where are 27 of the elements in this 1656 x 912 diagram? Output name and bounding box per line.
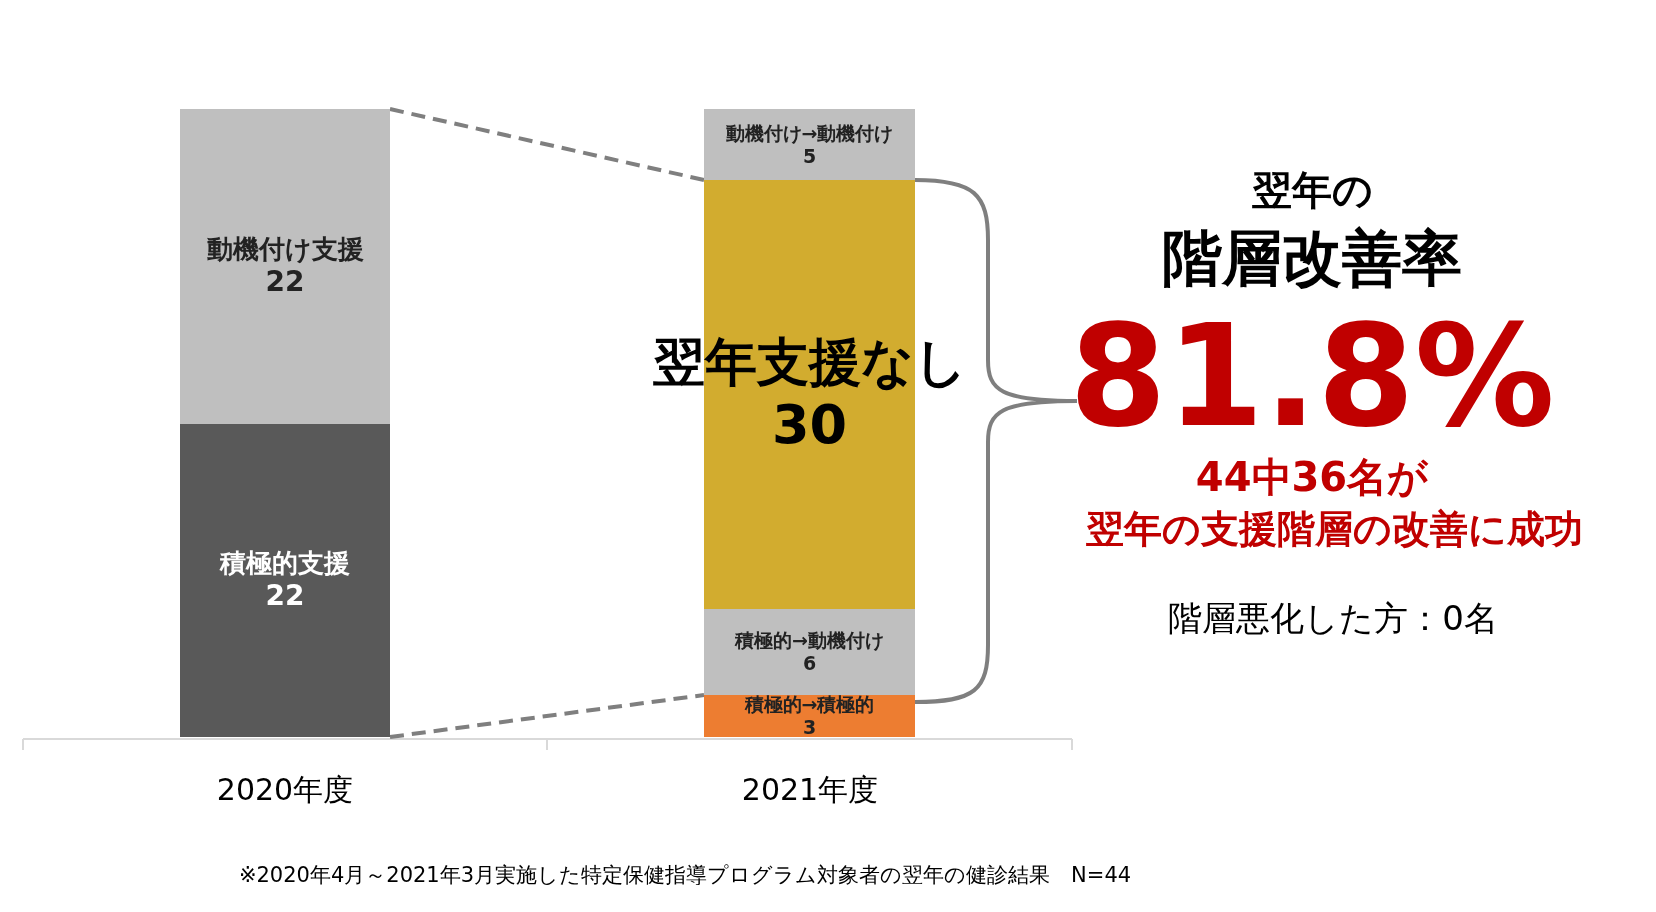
segment-label: 22 bbox=[265, 265, 305, 299]
segment-label: 22 bbox=[265, 579, 305, 613]
segment-label: 積極的→積極的 bbox=[744, 693, 875, 716]
axis-label: 2021年度 bbox=[741, 773, 879, 806]
segment-label: 6 bbox=[802, 652, 817, 675]
segment-label: 3 bbox=[802, 716, 817, 739]
segment-label: 5 bbox=[802, 144, 817, 168]
segment-label: 動機付け→動機付け bbox=[725, 121, 894, 145]
bar-segment bbox=[180, 109, 390, 424]
heading: 階層改善率 bbox=[1162, 225, 1462, 291]
segment-label: 30 bbox=[771, 393, 848, 459]
result-text: 44中36名が bbox=[1195, 455, 1429, 499]
heading: 翌年の bbox=[1251, 168, 1373, 212]
dashed-connector bbox=[389, 693, 705, 739]
bar-segment bbox=[704, 109, 915, 180]
axis-label: 2020年度 bbox=[216, 773, 354, 806]
note-text: 階層悪化した方：0名 bbox=[1168, 600, 1498, 638]
percentage-value: 81.8% bbox=[1069, 300, 1555, 454]
segment-label: 積極的支援 bbox=[220, 548, 350, 580]
bar-segment bbox=[704, 695, 915, 737]
bar-segment bbox=[180, 424, 390, 737]
segment-label: 積極的→動機付け bbox=[735, 629, 884, 652]
bar-segment bbox=[704, 609, 915, 695]
dashed-connector bbox=[389, 107, 705, 182]
result-text: 翌年の支援階層の改善に成功 bbox=[1085, 509, 1583, 551]
footnote: ※2020年4月～2021年3月実施した特定保健指導プログラム対象者の翌年の健診結果 N=44 bbox=[238, 864, 1132, 888]
segment-label: 動機付け支援 bbox=[206, 234, 364, 266]
